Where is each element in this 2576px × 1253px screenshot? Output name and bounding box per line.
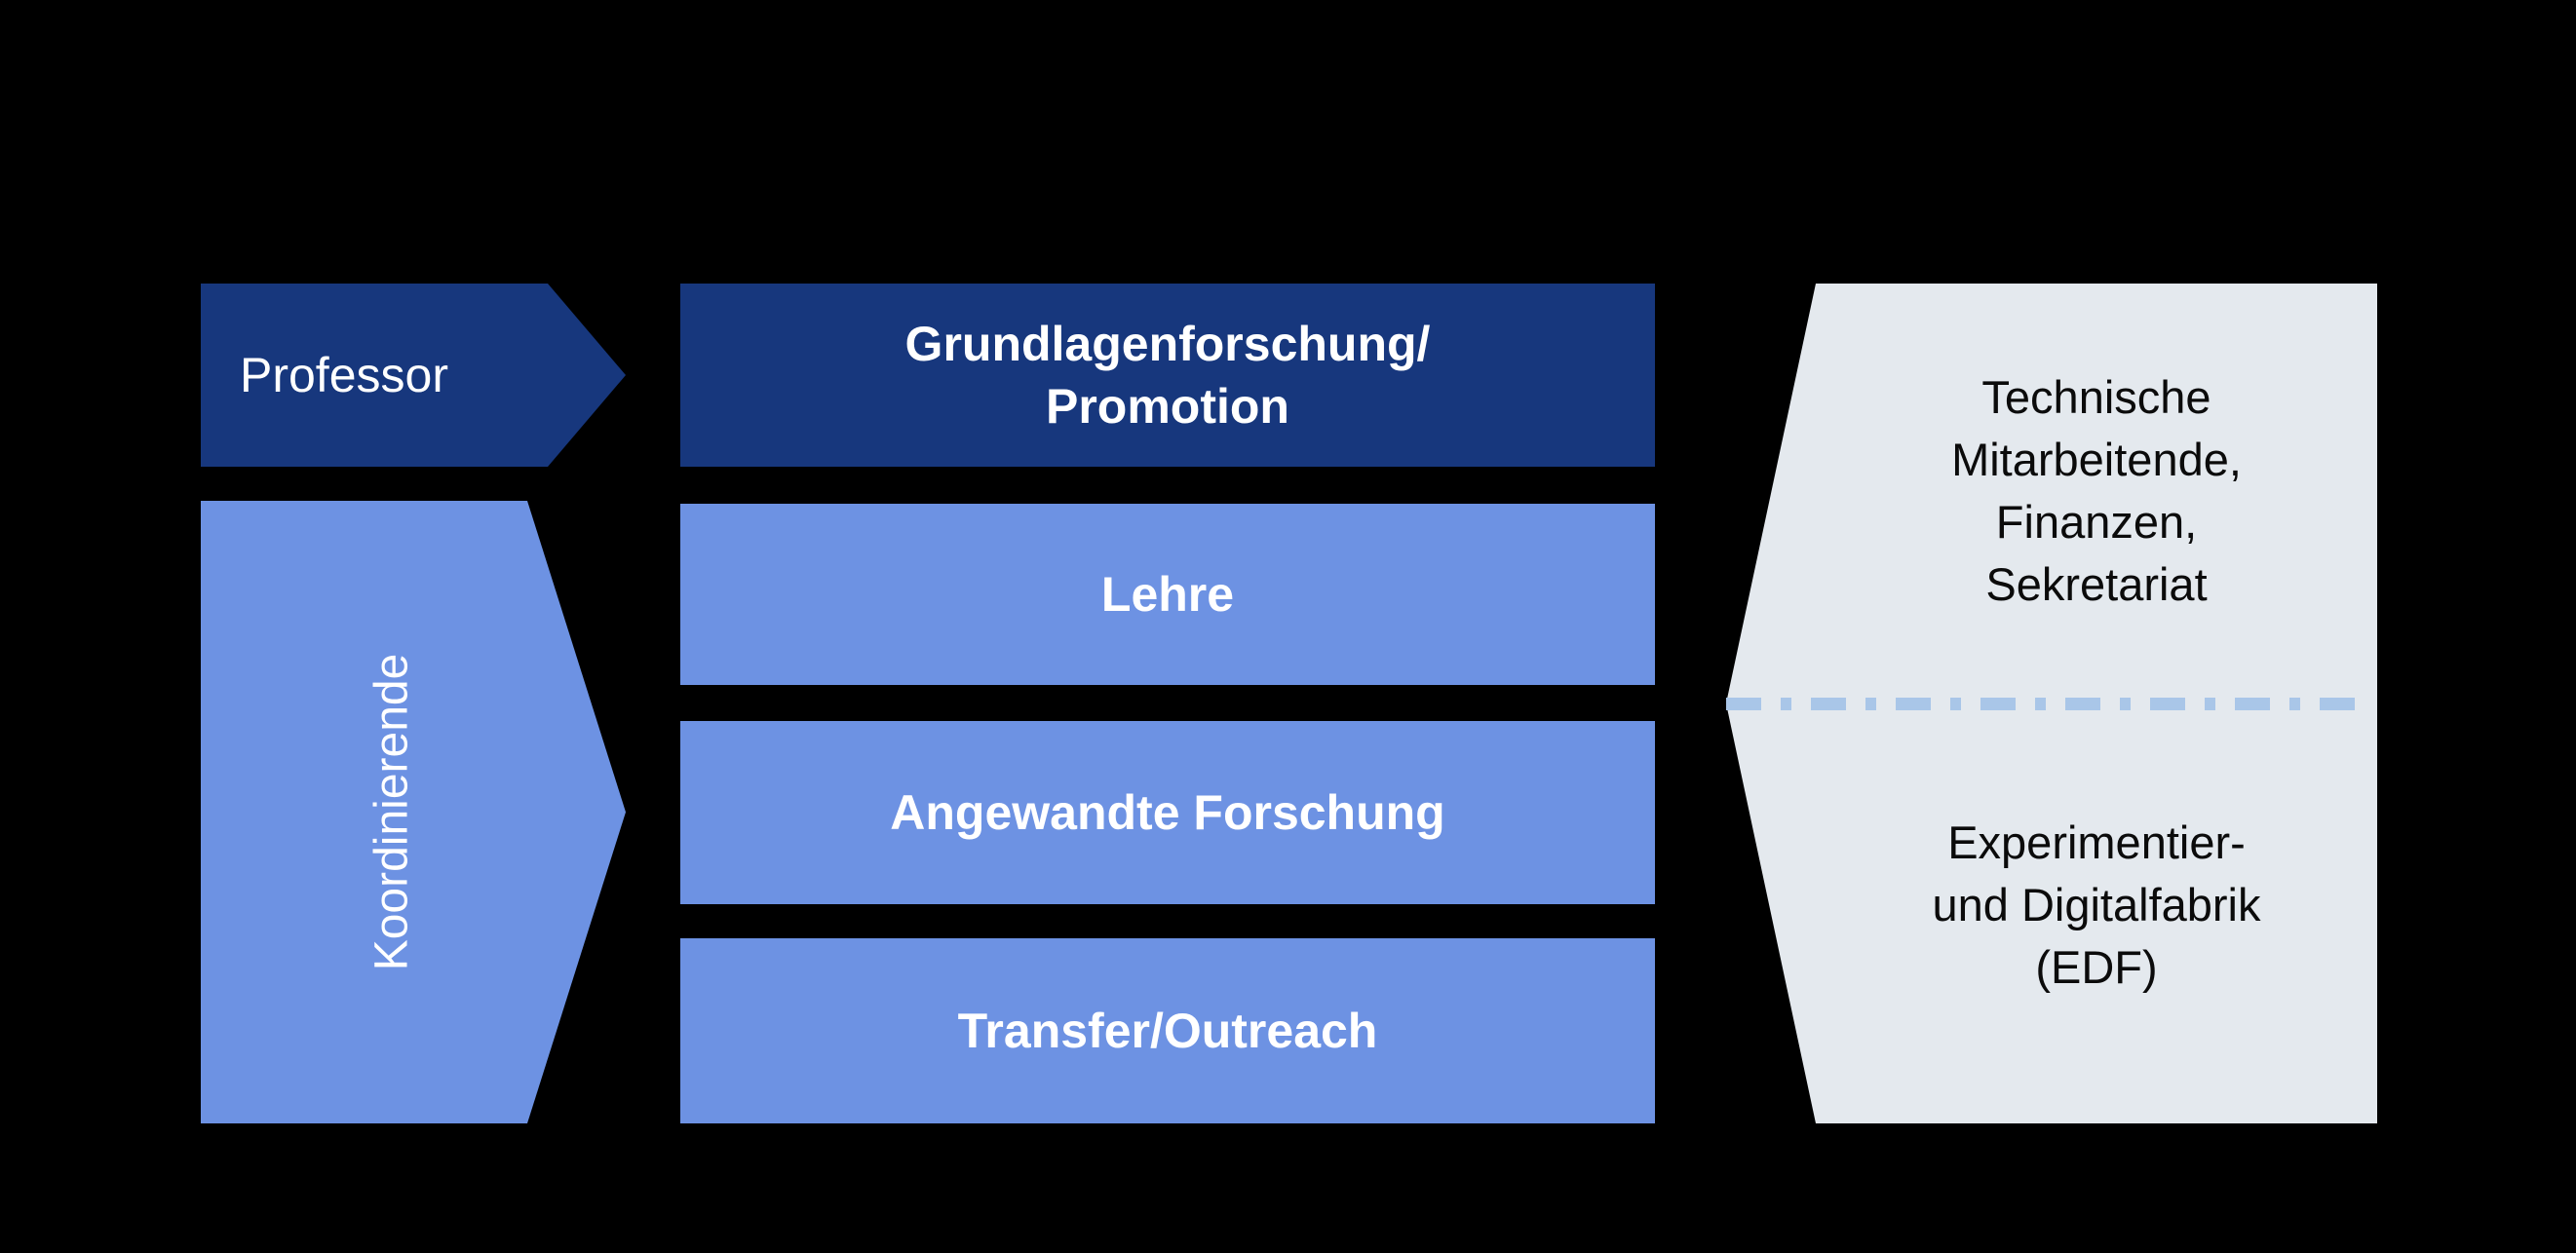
support-panel-top-text: Technische Mitarbeitende, Finanzen, Sekr…	[1951, 370, 2242, 610]
support-panel-bottom-text: Experimentier- und Digitalfabrik (EDF)	[1932, 816, 2261, 993]
activity-bar-angewandte-forschung: Angewandte Forschung	[680, 721, 1655, 904]
professor-label: Professor	[240, 348, 448, 402]
activity-bar-grundlagenforschung-promotion: Grundlagenforschung/ Promotion	[680, 284, 1655, 467]
activity-bar-lehre: Lehre	[680, 504, 1655, 685]
activity-bar-transfer-outreach: Transfer/Outreach	[680, 938, 1655, 1123]
koordinierende-arrow-shape: Koordinierende	[201, 501, 626, 1123]
koordinierende-label: Koordinierende	[365, 653, 418, 971]
dash-dot-divider	[1726, 698, 2362, 710]
professor-arrow-shape: Professor	[201, 284, 626, 467]
